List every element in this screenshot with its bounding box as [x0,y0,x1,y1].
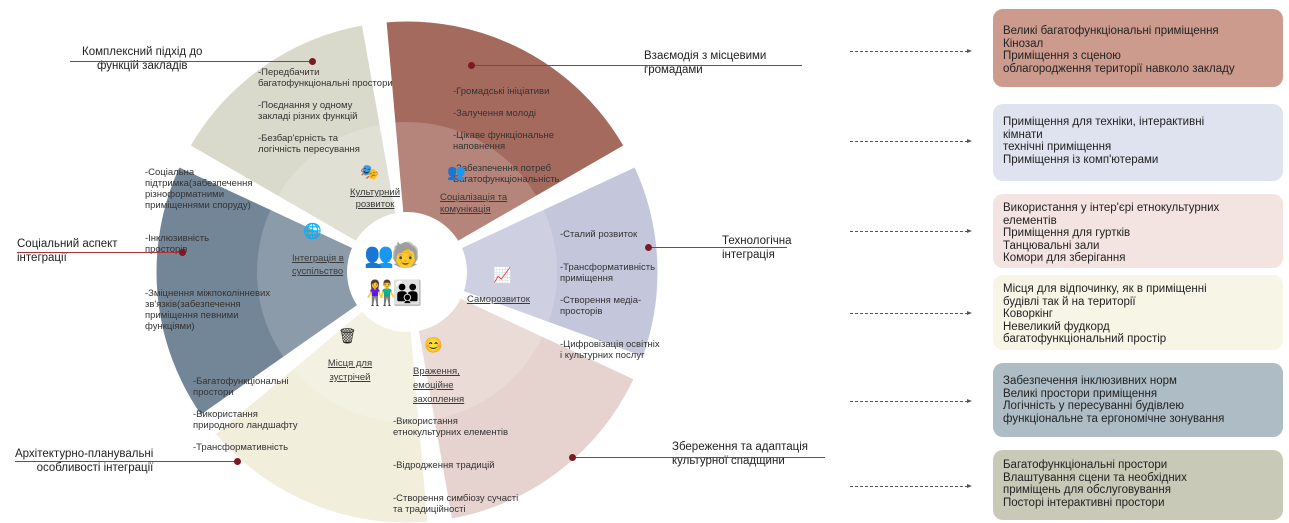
ext-line [70,61,313,62]
family-icon: 👫👪 [366,280,423,307]
wheel-segment-0 [186,22,410,275]
arrow [850,399,972,403]
info-box-3: Використання у інтер'єрі етнокультурних … [993,194,1283,268]
meeting-table-icon: 🗑 [338,328,358,345]
wheel-segment-4 [211,268,431,523]
info-box-4: Місця для відпочинку, як в приміщенні бу… [993,275,1283,350]
ext-dot [645,244,652,251]
ext-line [15,461,237,462]
wheel-segment-3 [405,269,638,522]
wheel-segment-1 [383,18,628,275]
arrow [850,49,972,53]
arrow [850,311,972,315]
people-group-icon: 👥🧓 [364,242,421,269]
segment-items-impressions: -Використання етнокультурних елементів -… [393,416,519,515]
ext-line [471,65,802,66]
segment-items-integration: -Соціальна підтримка(забезпечення різноф… [145,167,271,332]
info-box-5: Забезпечення інклюзивних норм Великі про… [993,363,1283,437]
wheel-segment-2 [403,163,661,361]
arrow [850,139,972,143]
wheel-segment-5 [153,163,410,419]
ext-line [17,252,182,253]
ext-label-architecture: Архітектурно-планувальні особливості інт… [15,448,154,474]
emotion-faces-icon: 😊 [424,337,443,354]
arrow [850,484,972,488]
segment-title-meetings: Місця для зустрічей [327,358,373,383]
segment-title-self-development: Саморозвиток [467,294,530,305]
ext-line [573,457,825,458]
info-box-1: Великі багатофункціональні приміщення Кі… [993,9,1283,87]
wheel-center [347,212,467,332]
segment-title-impressions: Враження, емоційне захоплення [413,366,465,405]
info-box-2: Приміщення для техніки, інтерактивні кім… [993,104,1283,181]
people-chat-icon: 👥 [447,164,466,181]
segment-items-socialization: -Громадські ініціативи -Залучення молоді… [453,86,560,185]
ext-dot [179,249,186,256]
theater-masks-icon: 🎭 [360,164,379,181]
growth-chart-icon: 📈 [493,267,512,284]
ext-dot [468,62,475,69]
arrow [850,229,972,233]
ext-dot [309,58,316,65]
ext-label-heritage: Збереження та адаптація культурної спадщ… [672,441,809,467]
ext-dot [569,454,576,461]
ext-label-community: Взаємодія з місцевими громадами [644,50,767,76]
segment-items-meetings: -Багатофункціональні простори -Використа… [193,376,298,453]
wheel-inner-segment-2 [407,208,557,324]
segment-title-socialization: Соціалізація та комунікація [440,192,508,215]
ext-label-complex-approach: Комплексний підхід до функцій закладів [82,46,203,72]
segment-title-integration: Інтеграція в суспільство [292,253,344,277]
ext-label-social: Соціальний аспект інтеграції [17,238,118,264]
ext-line [650,247,787,248]
ext-label-tech: Технологічна інтеграція [722,235,792,261]
segment-items-self-development: -Сталий розвиток -Трансформативність при… [560,229,660,361]
ext-dot [234,458,241,465]
globe-hands-icon: 🌐 [303,223,322,240]
segment-items-cultural: -Передбачити багатофункціональні простор… [258,67,393,155]
segment-title-cultural: Культурний розвиток [349,187,401,210]
wheel-inner-segment-5 [256,208,407,359]
info-box-6: Багатофункціональні простори Влаштування… [993,450,1283,520]
